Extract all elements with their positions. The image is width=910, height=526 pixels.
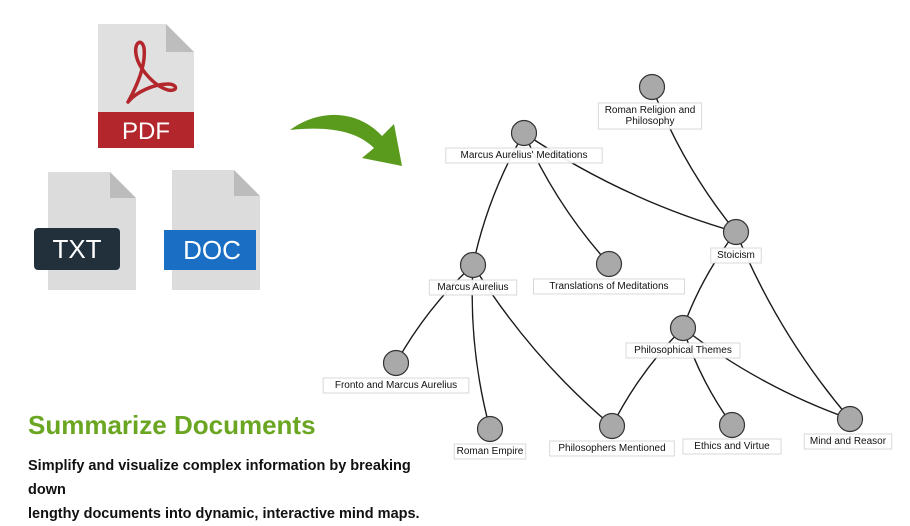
node-label-empire: Roman Empire xyxy=(457,446,524,457)
node-label-translations: Translations of Meditations xyxy=(549,281,668,292)
node-fronto[interactable]: Fronto and Marcus Aurelius xyxy=(322,349,470,394)
node-circle-empire[interactable] xyxy=(476,415,504,443)
node-label-philosophers: Philosophers Mentioned xyxy=(558,443,665,454)
node-ethics[interactable]: Ethics and Virtue xyxy=(682,411,782,455)
txt-file-icon: TXT xyxy=(34,172,136,290)
node-label-box-translations xyxy=(533,278,685,295)
node-label-themes: Philosophical Themes xyxy=(634,345,732,356)
edge-marcus-fronto xyxy=(395,264,474,364)
node-label-box-fronto xyxy=(322,377,470,394)
node-circle-meditations[interactable] xyxy=(510,119,538,147)
node-label-box-ethics xyxy=(682,438,782,455)
node-label-mind: Mind and Reasor xyxy=(810,436,887,447)
edge-stoicism-themes xyxy=(682,231,737,329)
node-circle-themes[interactable] xyxy=(669,314,697,342)
node-meditations[interactable]: Marcus Aurelius' Meditations xyxy=(445,119,603,164)
node-translations[interactable]: Translations of Meditations xyxy=(533,250,685,295)
node-label-box-roman_religion xyxy=(597,102,703,130)
doc-label: DOC xyxy=(183,235,241,265)
node-philosophers[interactable]: Philosophers Mentioned xyxy=(549,412,675,457)
edge-themes-philosophers xyxy=(611,327,684,427)
node-stoicism[interactable]: Stoicism xyxy=(710,218,762,264)
description-line-2: lengthy documents into dynamic, interact… xyxy=(28,506,420,522)
mind-map-nodes: Marcus Aurelius' Meditations Roman Religi… xyxy=(322,73,893,460)
node-label-fronto: Fronto and Marcus Aurelius xyxy=(335,380,457,391)
curved-arrow-icon xyxy=(290,114,402,166)
description-line-1: Simplify and visualize complex informati… xyxy=(28,458,411,498)
acrobat-logo-icon xyxy=(126,40,178,104)
node-label-box-mind xyxy=(803,433,893,450)
node-circle-ethics[interactable] xyxy=(718,411,746,439)
node-label-meditations: Marcus Aurelius' Meditations xyxy=(461,150,588,161)
edge-meditations-marcus xyxy=(472,132,525,266)
node-label-box-empire xyxy=(453,443,527,460)
node-label-box-stoicism xyxy=(710,247,762,264)
node-label-box-philosophers xyxy=(549,440,675,457)
node-empire[interactable]: Roman Empire xyxy=(453,415,527,460)
node-label-marcus: Marcus Aurelius xyxy=(437,282,508,293)
node-label-box-themes xyxy=(625,342,741,359)
node-circle-marcus[interactable] xyxy=(459,251,487,279)
node-themes[interactable]: Philosophical Themes xyxy=(625,314,741,359)
node-circle-stoicism[interactable] xyxy=(722,218,750,246)
node-marcus[interactable]: Marcus Aurelius xyxy=(428,251,518,296)
node-label-box-meditations xyxy=(445,147,603,164)
node-mind[interactable]: Mind and Reasor xyxy=(803,405,893,450)
node-circle-translations[interactable] xyxy=(595,250,623,278)
section-description: Simplify and visualize complex informati… xyxy=(28,454,448,526)
mind-map: Marcus Aurelius' Meditations Roman Religi… xyxy=(322,73,893,460)
txt-label: TXT xyxy=(52,234,101,264)
node-label-ethics: Ethics and Virtue xyxy=(694,441,770,452)
doc-file-icon: DOC xyxy=(164,170,260,290)
node-circle-mind[interactable] xyxy=(836,405,864,433)
node-label-box-marcus xyxy=(428,279,518,296)
edge-themes-ethics xyxy=(682,327,733,426)
node-circle-roman_religion[interactable] xyxy=(638,73,666,101)
node-circle-fronto[interactable] xyxy=(382,349,410,377)
node-circle-philosophers[interactable] xyxy=(598,412,626,440)
pdf-file-icon: PDF xyxy=(98,24,194,148)
pdf-label: PDF xyxy=(122,118,170,145)
edge-themes-mind xyxy=(682,327,851,420)
section-heading: Summarize Documents xyxy=(28,410,316,440)
node-label-stoicism: Stoicism xyxy=(717,250,755,261)
